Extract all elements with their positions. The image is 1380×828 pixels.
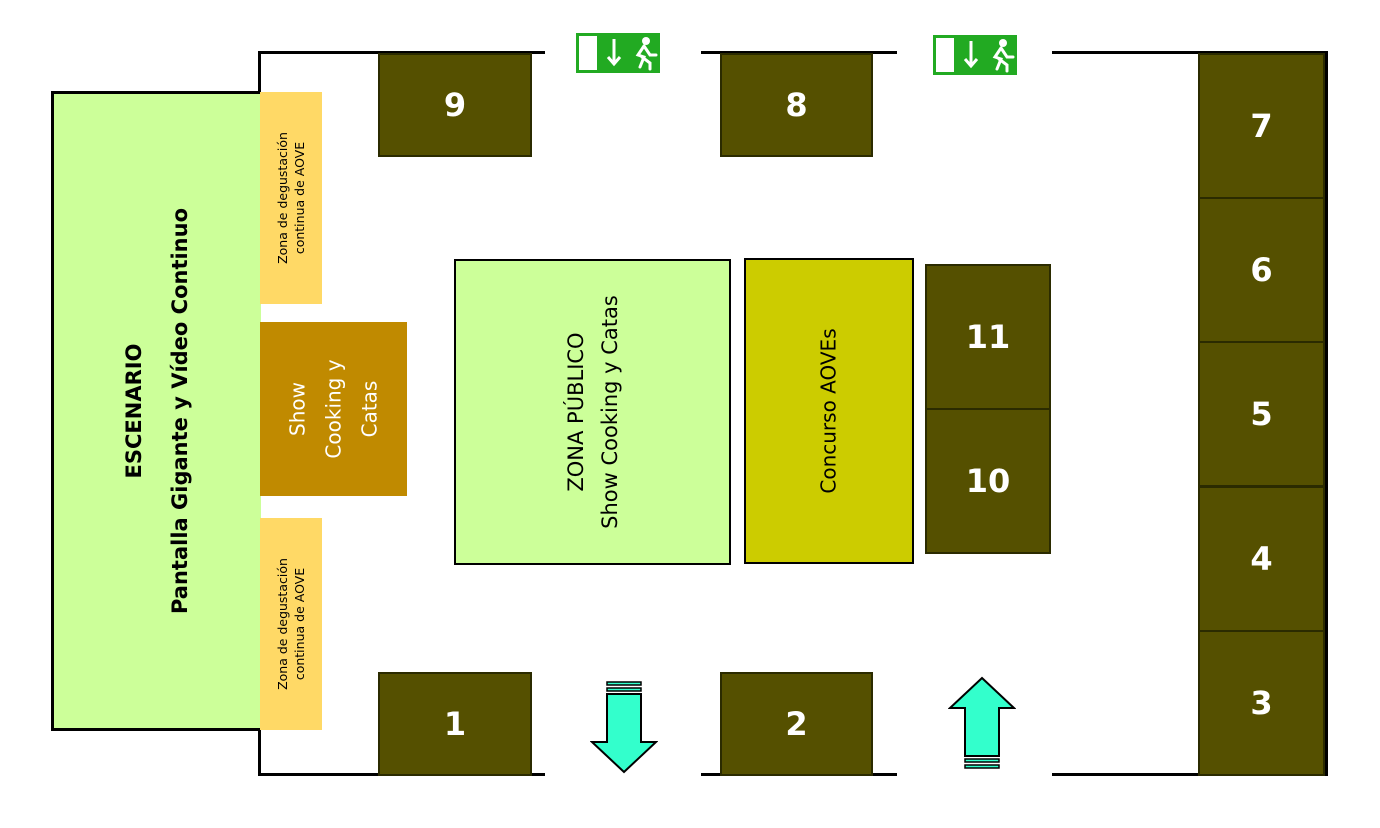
- stand-number: 4: [1250, 540, 1273, 578]
- stand-1: 1: [378, 672, 532, 776]
- stand-9: 9: [378, 53, 532, 157]
- stand-number: 6: [1250, 251, 1273, 289]
- public-zone: ZONA PÚBLICO Show Cooking y Catas: [454, 259, 731, 565]
- stand-7: 7: [1198, 53, 1325, 199]
- stand-number: 1: [443, 705, 467, 743]
- show-cooking-line2: Cooking y: [321, 359, 346, 459]
- wall-top-segment: [258, 51, 545, 54]
- stand-3: 3: [1198, 630, 1325, 776]
- wall-top-segment: [701, 51, 897, 54]
- arrow-down-icon: [590, 681, 658, 774]
- stand-10: 10: [925, 408, 1051, 554]
- tasting-zone-label-line2: continua de AOVE: [292, 567, 307, 681]
- show-cooking-area: Show Cooking y Catas: [260, 322, 407, 496]
- stand-2: 2: [720, 672, 873, 776]
- stand-8: 8: [720, 53, 873, 157]
- arrow-up-icon: [948, 676, 1016, 769]
- stand-number: 7: [1250, 107, 1273, 145]
- tasting-zone-label-line1: Zona de degustación: [275, 132, 290, 264]
- wall-top-segment: [1052, 51, 1328, 54]
- stand-6: 6: [1198, 197, 1325, 343]
- stage: ESCENARIO Pantalla Gigante y Vídeo Conti…: [51, 91, 261, 731]
- public-zone-subtitle: Show Cooking y Catas: [597, 295, 622, 529]
- emergency-exit-icon: [933, 35, 1017, 75]
- stage-subtitle: Pantalla Gigante y Vídeo Continuo: [168, 207, 193, 615]
- show-cooking-line1: Show: [285, 382, 310, 436]
- tasting-zone-top: Zona de degustación continua de AOVE: [260, 92, 322, 304]
- stand-5: 5: [1198, 341, 1325, 487]
- stand-number: 8: [785, 86, 808, 124]
- stand-number: 3: [1250, 684, 1273, 722]
- stand-11: 11: [925, 264, 1051, 410]
- stand-number: 5: [1250, 395, 1273, 433]
- stage-title: ESCENARIO: [122, 343, 147, 479]
- tasting-zone-label-line1: Zona de degustación: [275, 558, 290, 690]
- wall-bottom-segment: [1052, 773, 1328, 776]
- public-zone-title: ZONA PÚBLICO: [563, 332, 588, 492]
- stand-number: 2: [785, 705, 808, 743]
- stand-number: 9: [443, 86, 467, 124]
- stand-4: 4: [1198, 486, 1325, 632]
- contest-label: Concurso AOVEs: [817, 328, 841, 494]
- show-cooking-line3: Catas: [357, 380, 382, 438]
- stand-number: 10: [965, 462, 1011, 500]
- stand-number: 11: [965, 318, 1011, 356]
- tasting-zone-bottom: Zona de degustación continua de AOVE: [260, 518, 322, 730]
- emergency-exit-icon: [576, 33, 660, 73]
- tasting-zone-label-line2: continua de AOVE: [292, 141, 307, 255]
- wall-right: [1325, 52, 1328, 776]
- contest-area: Concurso AOVEs: [744, 258, 914, 564]
